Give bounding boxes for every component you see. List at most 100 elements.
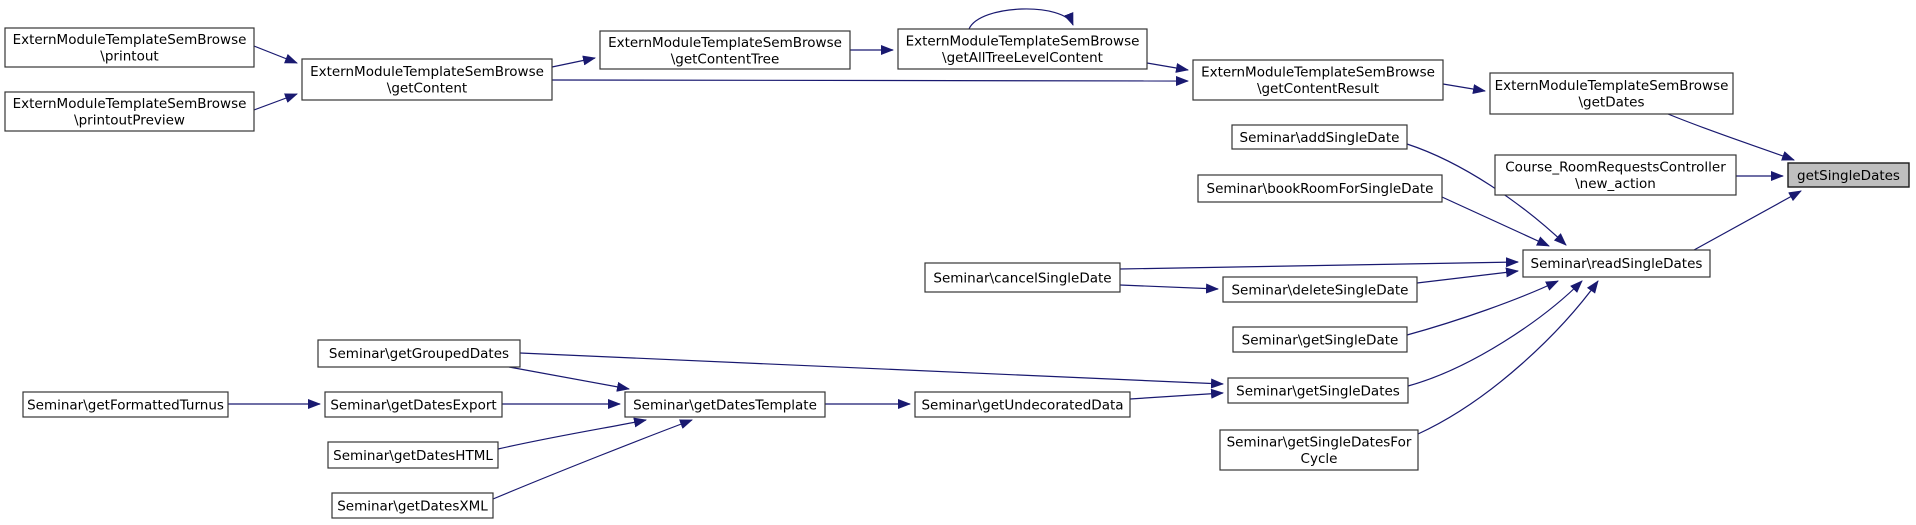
node-box-highlighted bbox=[1787, 162, 1910, 188]
node-box bbox=[324, 391, 503, 418]
node-seminar-get-single-dates-for-cycle[interactable]: Seminar\getSingleDatesFor Cycle bbox=[1219, 429, 1419, 471]
node-label-line2: \getContent bbox=[387, 81, 467, 97]
node-seminar-get-single-date[interactable]: Seminar\getSingleDate bbox=[1232, 326, 1408, 353]
node-box bbox=[1192, 59, 1444, 101]
edge-getgroupeddates-to-getdatestemplate bbox=[508, 366, 630, 392]
node-label-line2: \printoutPreview bbox=[74, 113, 185, 129]
node-label: Seminar\getSingleDate bbox=[1242, 333, 1399, 349]
node-box bbox=[1197, 174, 1443, 203]
node-label-line2: \getAllTreeLevelContent bbox=[942, 50, 1103, 66]
node-box bbox=[317, 339, 521, 368]
node-label-line2: \getDates bbox=[1578, 95, 1644, 111]
edge-seminargetsingledates-to-readsingledates bbox=[1407, 280, 1583, 387]
edge-getdateshtml-to-getdatestemplate bbox=[497, 417, 647, 450]
edges-layer bbox=[228, 8, 1802, 500]
node-extern-printout-preview[interactable]: ExternModuleTemplateSemBrowse \printoutP… bbox=[4, 91, 255, 132]
node-label: Seminar\getDatesExport bbox=[330, 398, 496, 414]
node-box bbox=[1227, 377, 1409, 404]
node-label-line1: ExternModuleTemplateSemBrowse bbox=[1495, 78, 1729, 94]
node-seminar-delete-single-date[interactable]: Seminar\deleteSingleDate bbox=[1222, 276, 1418, 303]
node-label: Seminar\addSingleDate bbox=[1240, 130, 1400, 146]
node-extern-get-all-tree-level-content[interactable]: ExternModuleTemplateSemBrowse \getAllTre… bbox=[897, 28, 1148, 70]
node-label: Seminar\readSingleDates bbox=[1531, 256, 1703, 272]
node-extern-get-dates[interactable]: ExternModuleTemplateSemBrowse \getDates bbox=[1489, 72, 1734, 115]
edge-cancelsingledate-to-deletesingledate bbox=[1119, 283, 1219, 294]
edge-addsingledate-to-readsingledates bbox=[1406, 143, 1567, 246]
node-seminar-get-undecorated-data[interactable]: Seminar\getUndecoratedData bbox=[914, 391, 1131, 418]
node-label-line1: ExternModuleTemplateSemBrowse bbox=[906, 34, 1140, 50]
node-box bbox=[4, 91, 255, 132]
edge-getgroupeddates-to-seminargetsingledates bbox=[519, 352, 1224, 389]
edge-getundecorateddata-to-seminargetsingledates bbox=[1129, 388, 1224, 400]
node-seminar-get-formatted-turnus[interactable]: Seminar\getFormattedTurnus bbox=[22, 391, 229, 418]
node-label-line2: \getContentResult bbox=[1257, 81, 1379, 97]
node-seminar-get-dates-html[interactable]: Seminar\getDatesHTML bbox=[327, 441, 499, 469]
node-seminar-get-dates-xml[interactable]: Seminar\getDatesXML bbox=[331, 492, 494, 519]
node-label: Seminar\getGroupedDates bbox=[329, 346, 509, 362]
edge-readsingledates-to-getsingledates bbox=[1693, 190, 1802, 251]
node-label: Seminar\deleteSingleDate bbox=[1231, 283, 1408, 299]
edge-printout-to-getcontent bbox=[253, 45, 298, 64]
node-box bbox=[22, 391, 229, 418]
node-extern-get-content[interactable]: ExternModuleTemplateSemBrowse \getConten… bbox=[301, 58, 553, 101]
node-seminar-book-room-for-single-date[interactable]: Seminar\bookRoomForSingleDate bbox=[1197, 174, 1443, 203]
node-box bbox=[1231, 124, 1408, 150]
node-box bbox=[1219, 429, 1419, 471]
node-box bbox=[924, 262, 1121, 293]
node-seminar-get-dates-template[interactable]: Seminar\getDatesTemplate bbox=[624, 391, 826, 418]
node-label-line1: Seminar\getSingleDatesFor bbox=[1227, 435, 1412, 451]
node-box bbox=[4, 27, 255, 68]
node-label-line1: ExternModuleTemplateSemBrowse bbox=[1201, 65, 1435, 81]
edge-getdatesxml-to-getdatestemplate bbox=[492, 419, 693, 500]
node-box bbox=[599, 30, 851, 70]
node-extern-printout[interactable]: ExternModuleTemplateSemBrowse \printout bbox=[4, 27, 255, 68]
node-box bbox=[1522, 249, 1711, 278]
node-box bbox=[624, 391, 826, 418]
node-label: Seminar\getFormattedTurnus bbox=[27, 398, 224, 414]
node-course-room-requests-controller-new-action[interactable]: Course_RoomRequestsController \new_actio… bbox=[1494, 154, 1737, 196]
node-label: Seminar\getDatesXML bbox=[337, 499, 488, 515]
node-seminar-get-grouped-dates[interactable]: Seminar\getGroupedDates bbox=[317, 339, 521, 368]
node-box bbox=[301, 58, 553, 101]
node-box bbox=[1489, 72, 1734, 115]
edge-bookroomforsingledate-to-readsingledates bbox=[1441, 196, 1550, 247]
node-label-line1: ExternModuleTemplateSemBrowse bbox=[310, 64, 544, 80]
node-label: Seminar\getDatesHTML bbox=[333, 448, 493, 464]
node-seminar-cancel-single-date[interactable]: Seminar\cancelSingleDate bbox=[924, 262, 1121, 293]
node-extern-get-content-tree[interactable]: ExternModuleTemplateSemBrowse \getConten… bbox=[599, 30, 851, 70]
node-box bbox=[914, 391, 1131, 418]
node-label-line1: ExternModuleTemplateSemBrowse bbox=[13, 96, 247, 112]
node-label: Seminar\bookRoomForSingleDate bbox=[1207, 181, 1434, 197]
node-box bbox=[1494, 154, 1737, 196]
node-label: Seminar\getUndecoratedData bbox=[921, 398, 1123, 414]
node-label: Seminar\getDatesTemplate bbox=[633, 398, 817, 414]
node-label: Seminar\cancelSingleDate bbox=[933, 271, 1111, 287]
node-box bbox=[327, 441, 499, 469]
node-seminar-get-single-dates[interactable]: Seminar\getSingleDates bbox=[1227, 377, 1409, 404]
node-label-line2: \new_action bbox=[1575, 176, 1656, 192]
node-box bbox=[1222, 276, 1418, 303]
node-label: Seminar\getSingleDates bbox=[1236, 384, 1400, 400]
node-label: getSingleDates bbox=[1797, 168, 1900, 184]
edge-deletesingledate-to-readsingledates bbox=[1416, 267, 1519, 284]
node-box bbox=[331, 492, 494, 519]
edge-getcontent-to-getcontenttree bbox=[551, 55, 596, 68]
edge-printoutpreview-to-getcontent bbox=[253, 93, 298, 111]
node-get-single-dates-current: getSingleDates bbox=[1787, 162, 1910, 188]
node-box bbox=[897, 28, 1148, 70]
node-seminar-read-single-dates[interactable]: Seminar\readSingleDates bbox=[1522, 249, 1711, 278]
node-label-line2: Cycle bbox=[1301, 451, 1338, 467]
node-seminar-get-dates-export[interactable]: Seminar\getDatesExport bbox=[324, 391, 503, 418]
edge-cancelsingledate-to-readsingledates bbox=[1119, 257, 1519, 270]
edge-getsingledate-to-readsingledates bbox=[1406, 280, 1559, 336]
node-box bbox=[1232, 326, 1408, 353]
node-label-line1: ExternModuleTemplateSemBrowse bbox=[13, 32, 247, 48]
node-seminar-add-single-date[interactable]: Seminar\addSingleDate bbox=[1231, 124, 1408, 150]
edge-getalltreelevelcontent-self-loop bbox=[968, 8, 1074, 30]
node-label-line2: \printout bbox=[100, 49, 158, 65]
node-extern-get-content-result[interactable]: ExternModuleTemplateSemBrowse \getConten… bbox=[1192, 59, 1444, 101]
node-label-line1: ExternModuleTemplateSemBrowse bbox=[608, 35, 842, 51]
edge-getalltreelevelcontent-to-getcontentresult bbox=[1146, 62, 1189, 73]
